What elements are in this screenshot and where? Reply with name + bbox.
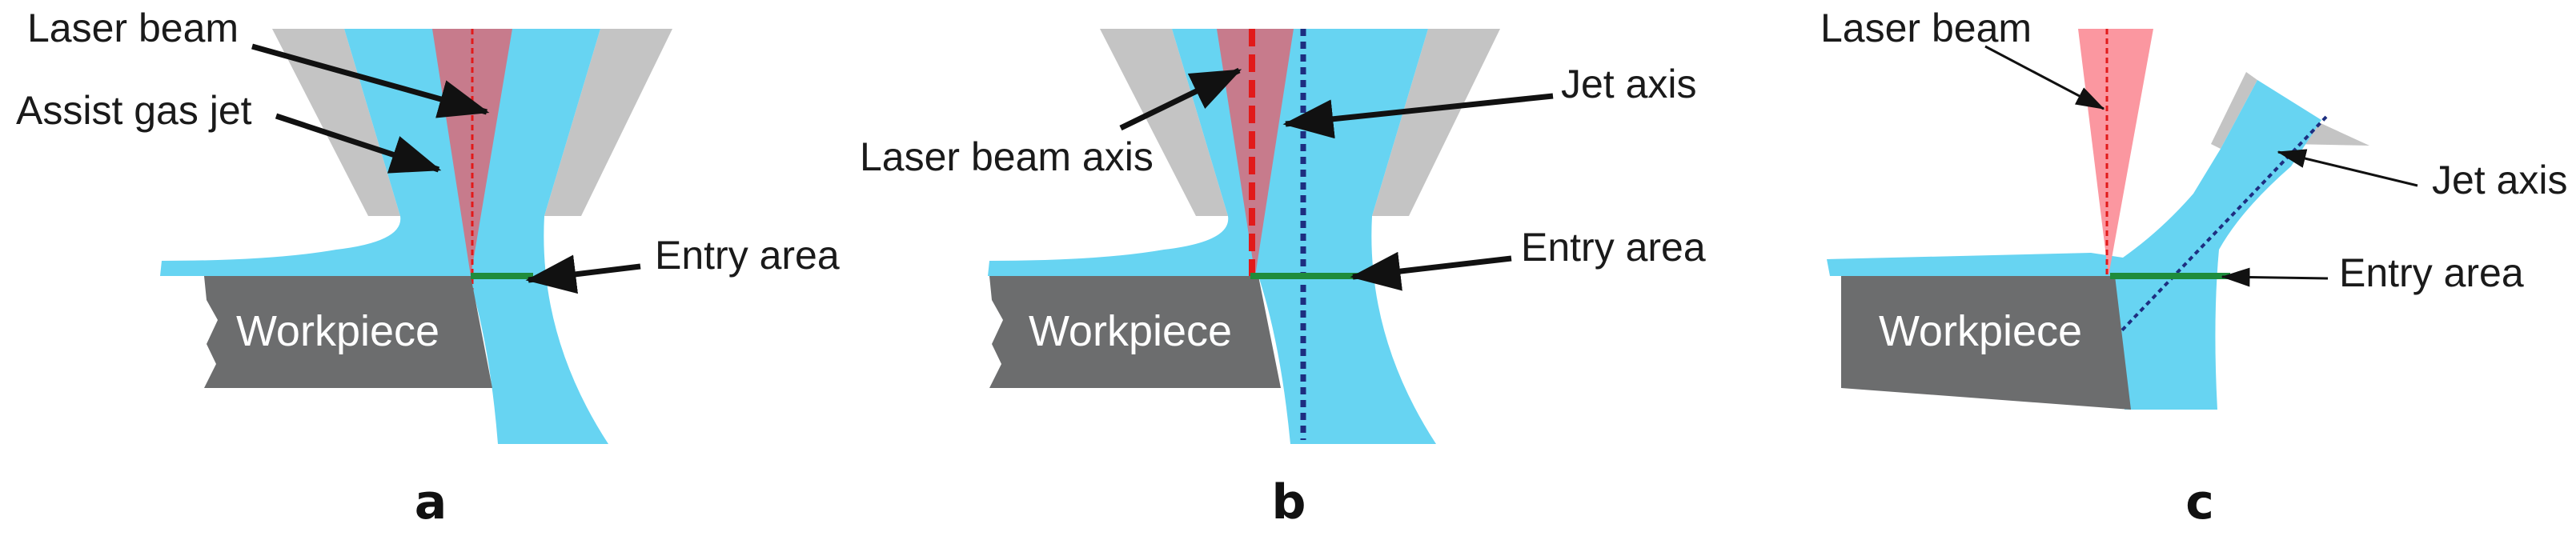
- workpiece-label: Workpiece: [1029, 307, 1232, 355]
- panel-b: Workpiece Jet axis Laser beam axis Entry…: [860, 29, 1706, 530]
- workpiece: [204, 276, 492, 388]
- laser-beam-axis-label: Laser beam axis: [860, 134, 1154, 179]
- jet-axis-arrow: [1282, 93, 1554, 139]
- jet-axis: [2115, 115, 2328, 338]
- nozzle-right: [544, 29, 672, 216]
- jet-axis-arrow: [2277, 149, 2418, 187]
- entry-area-arrow: [2221, 267, 2329, 287]
- jet-axis-label: Jet axis: [2432, 158, 2568, 202]
- panel-letter-b: b: [1272, 474, 1306, 530]
- entry-area-arrow: [1350, 251, 1512, 291]
- entry-area-arrow: [525, 254, 641, 294]
- assist-gas-jet-label: Assist gas jet: [16, 88, 252, 133]
- assist-gas-jet: [1827, 80, 2321, 410]
- entry-area-label: Entry area: [1521, 225, 1706, 270]
- nozzle-left: [1100, 29, 1228, 216]
- panel-a: Workpiece Laser beam Assist gas jet Entr…: [16, 6, 840, 530]
- nozzle-left-angled: [2211, 72, 2257, 149]
- laser-beam-arrow: [1984, 45, 2105, 110]
- panel-letter-c: c: [2185, 474, 2214, 530]
- laser-beam-label: Laser beam: [1820, 6, 2032, 50]
- assist-gas-jet-arrow: [275, 113, 442, 174]
- jet-axis-label: Jet axis: [1561, 62, 1697, 106]
- workpiece-label: Workpiece: [1879, 307, 2082, 355]
- assist-gas-jet: [160, 29, 608, 444]
- laser-beam-axis-arrow: [1119, 67, 1242, 131]
- workpiece-label: Workpiece: [236, 307, 439, 355]
- panel-c: Workpiece Laser beam Jet axis Entry area…: [1820, 6, 2568, 530]
- entry-area-label: Entry area: [2339, 250, 2524, 295]
- panel-letter-a: a: [415, 474, 447, 530]
- laser-beam-label: Laser beam: [27, 6, 239, 50]
- nozzle-right: [1372, 29, 1500, 216]
- nozzle-left: [272, 29, 400, 216]
- laser-beam-arrow: [251, 43, 490, 118]
- laser-beam: [2078, 29, 2153, 276]
- entry-area-label: Entry area: [655, 233, 840, 278]
- workpiece-body: [1841, 276, 2126, 388]
- workpiece: [989, 276, 1281, 388]
